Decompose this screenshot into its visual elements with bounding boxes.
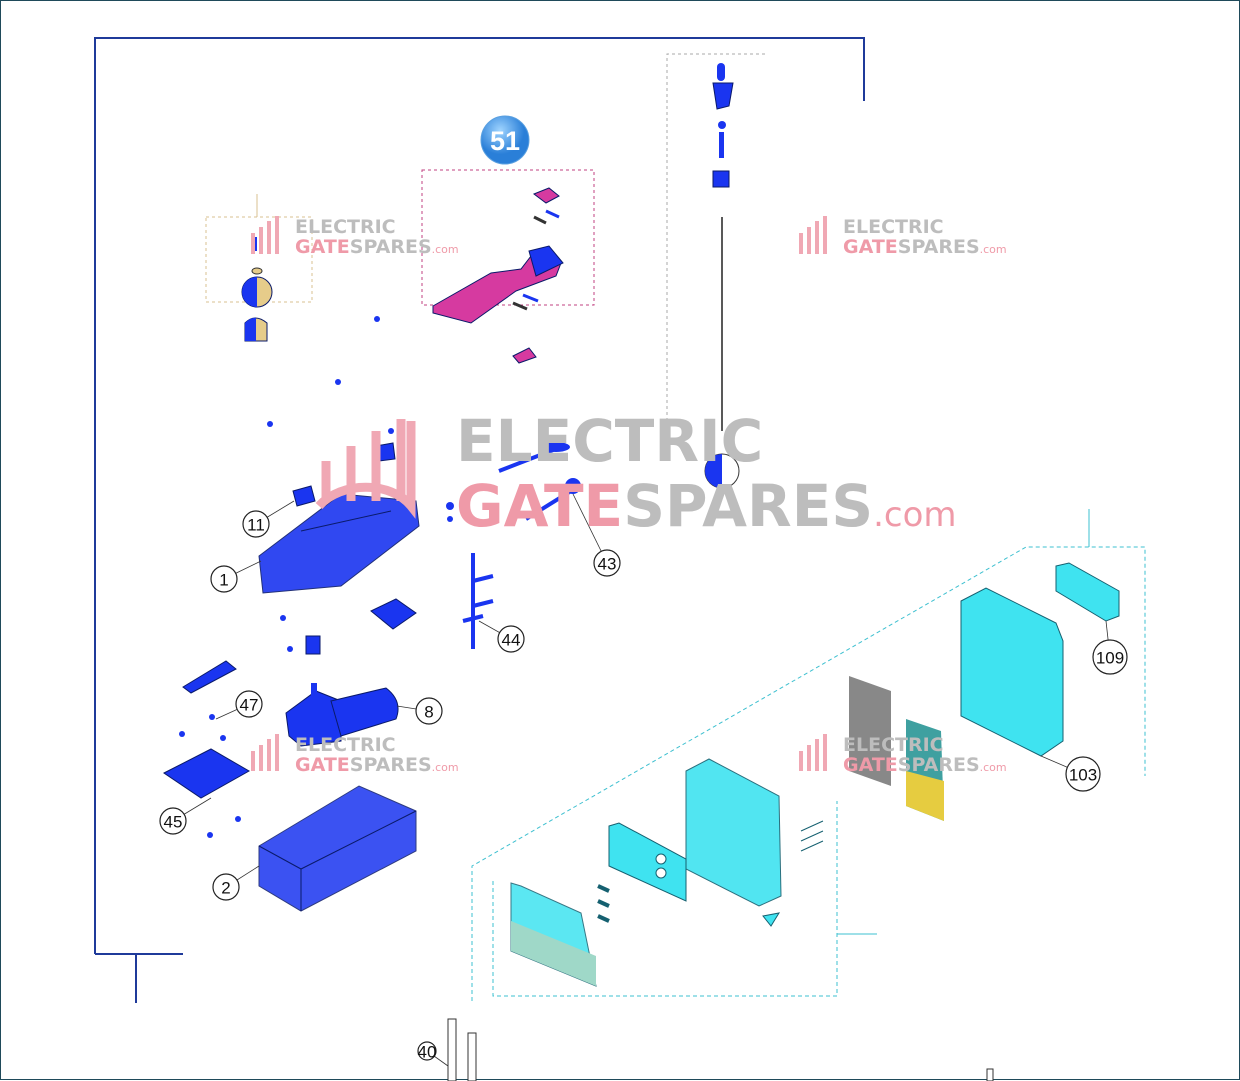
wiring-harness (462, 553, 494, 649)
callout-circle (415, 697, 443, 725)
callout-label: 47 (240, 696, 259, 715)
callout-8[interactable]: 8 (396, 697, 443, 725)
callout-label: 44 (502, 631, 521, 650)
watermark-logo-icon (799, 216, 827, 254)
callout-circle (1092, 639, 1128, 675)
watermark-text: GATE (843, 236, 898, 258)
watermark-text: .com (873, 495, 956, 535)
release-handle (498, 442, 581, 521)
watermark-text: .com (980, 243, 1007, 256)
control-group-box (471, 546, 1146, 1001)
watermark-text: ELECTRIC (295, 216, 396, 238)
group-badge-51[interactable]: 51 (480, 115, 530, 165)
callout-47[interactable]: 47 (215, 690, 263, 720)
watermark-small: ELECTRIC GATESPARES.com (251, 216, 459, 258)
callout-label: 8 (424, 703, 433, 722)
watermark-text: SPARES (623, 472, 873, 540)
watermark-line2: GATESPARES.com (843, 754, 1007, 776)
watermark-line2: GATESPARES.com (843, 236, 1007, 258)
callout-circle (159, 807, 187, 835)
group-51-box (421, 169, 595, 306)
watermark-line2: GATESPARES.com (456, 472, 957, 540)
callout-label: 40 (418, 1043, 437, 1062)
callout-43[interactable]: 43 (572, 493, 621, 577)
callout-circle (212, 873, 240, 901)
frame (94, 37, 865, 1003)
callout-circle (497, 625, 525, 653)
watermark-logo-icon (799, 734, 827, 771)
callout-label: 109 (1096, 649, 1124, 668)
watermark-text: SPARES (898, 236, 980, 258)
callout-circle (210, 565, 238, 593)
group-badge-label: 51 (490, 126, 520, 156)
watermark-text: ELECTRIC (843, 734, 944, 756)
mounting-posts (447, 1018, 994, 1081)
watermark-small: ELECTRIC GATESPARES.com (799, 216, 1007, 258)
callout-label: 2 (221, 879, 230, 898)
watermark-small: ELECTRIC GATESPARES.com (799, 734, 1007, 776)
watermark-text: GATE (843, 754, 898, 776)
watermark-small: ELECTRIC GATESPARES.com (251, 734, 459, 776)
watermark-text: ELECTRIC (456, 407, 763, 475)
callout-44[interactable]: 44 (478, 620, 525, 653)
callout-circle (1065, 756, 1101, 792)
callout-45[interactable]: 45 (159, 797, 212, 835)
callout-circle (593, 549, 621, 577)
base-housing (258, 442, 420, 655)
watermark-large: ELECTRIC GATESPARES.com (315, 407, 957, 540)
callout-circle (242, 510, 270, 538)
control-box-rear (960, 562, 1120, 757)
screws (179, 316, 454, 838)
control-box-front (510, 758, 824, 987)
callout-circle (417, 1041, 437, 1061)
release-rod-assembly (704, 63, 740, 489)
watermark-logo-icon (251, 734, 279, 771)
watermark-text: .com (432, 761, 459, 774)
watermark-text: GATE (295, 236, 350, 258)
watermark-text: SPARES (898, 754, 980, 776)
watermark-text: GATE (456, 472, 623, 540)
callout-label: 43 (598, 555, 617, 574)
callout-1[interactable]: 1 (210, 560, 262, 593)
callout-2[interactable]: 2 (212, 865, 260, 901)
watermark-text: SPARES (350, 236, 432, 258)
callout-label: 45 (164, 813, 183, 832)
watermark-line2: GATESPARES.com (295, 754, 459, 776)
callout-40[interactable]: 40 (417, 1041, 449, 1067)
callout-label: 103 (1069, 766, 1097, 785)
gear-assembly (241, 237, 273, 342)
sensor-plate-assembly (432, 187, 564, 364)
watermark-line2: GATESPARES.com (295, 236, 459, 258)
control-board (849, 676, 944, 821)
motor (285, 683, 399, 747)
callout-109[interactable]: 109 (1092, 620, 1128, 675)
rod-group-box (666, 53, 767, 421)
callout-11[interactable]: 11 (242, 500, 295, 538)
watermark-text: .com (432, 243, 459, 256)
cover-box (258, 785, 417, 912)
watermark-logo-icon (251, 216, 279, 254)
callout-label: 11 (247, 516, 265, 535)
callout-label: 1 (219, 571, 228, 590)
watermark-text: GATE (295, 754, 350, 776)
bracket (163, 660, 251, 799)
watermark-text: .com (980, 761, 1007, 774)
watermark-text: SPARES (350, 754, 432, 776)
callout-103[interactable]: 103 (1040, 755, 1101, 792)
callout-circle (235, 690, 263, 718)
watermark-text: ELECTRIC (295, 734, 396, 756)
watermark-text: ELECTRIC (843, 216, 944, 238)
watermark-logo-icon (315, 419, 416, 519)
